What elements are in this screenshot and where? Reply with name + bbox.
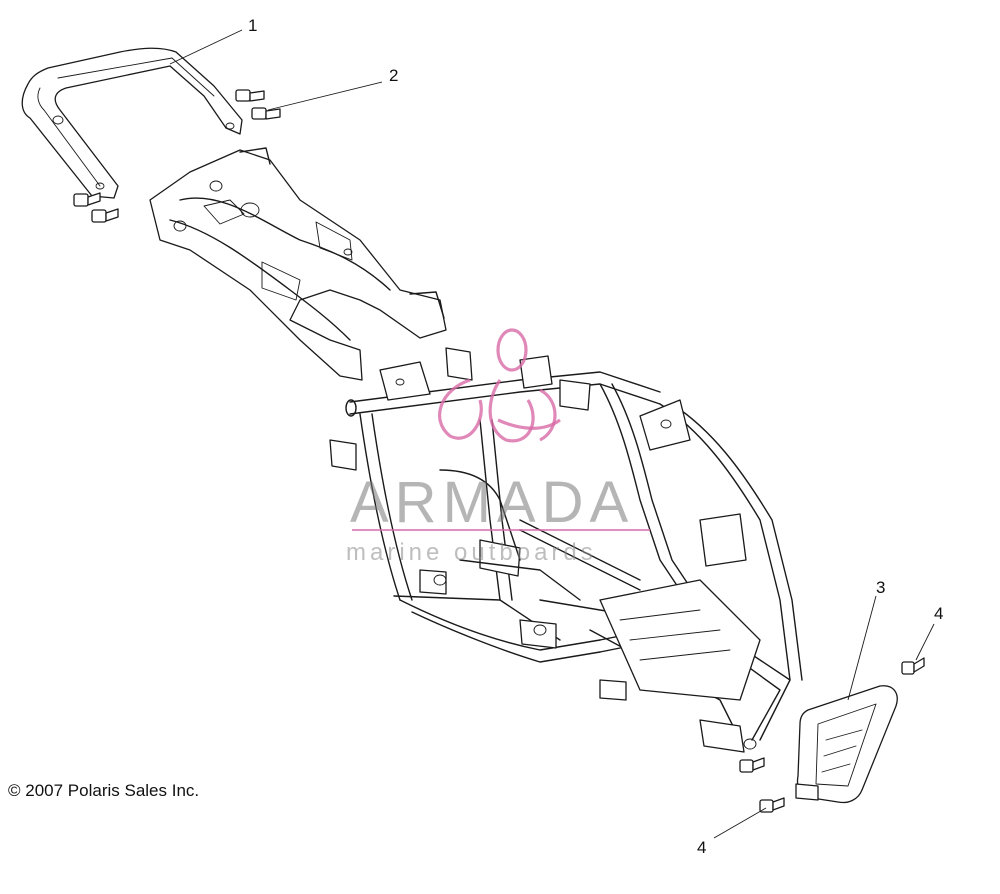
- callout-1: 1: [248, 16, 257, 35]
- bolt-group-left: [73, 192, 119, 223]
- watermark-logo-icon: [438, 328, 561, 443]
- callout-2: 2: [389, 66, 398, 85]
- callout-4-upper: 4: [934, 604, 943, 623]
- bolt-group-front: [739, 657, 925, 813]
- watermark: ARMADA marine outboards: [346, 328, 650, 566]
- bolt-group-upper: [235, 89, 281, 120]
- watermark-tagline: marine outboards: [346, 539, 597, 566]
- main-frame: [329, 347, 803, 753]
- callout-4-lower: 4: [697, 838, 706, 857]
- copyright-notice: © 2007 Polaris Sales Inc.: [8, 781, 200, 800]
- rear-grab-bar: [21, 47, 243, 199]
- watermark-brand: ARMADA: [350, 470, 634, 535]
- callout-3: 3: [876, 578, 885, 597]
- leader-lines: [169, 29, 935, 839]
- front-bumper: [795, 685, 898, 804]
- rear-subframe: [149, 147, 447, 381]
